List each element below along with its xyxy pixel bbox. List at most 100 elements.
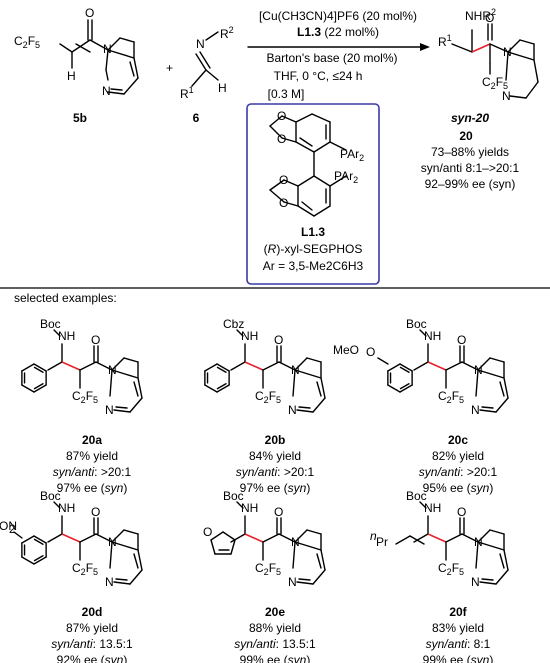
example-dr: syn/anti: 13.5:1 (51, 637, 133, 651)
c2f5-label: C2F5 (255, 389, 281, 405)
ligand-name: (R)-xyl-SEGPHOS (264, 242, 363, 256)
product-o-label: O (485, 11, 494, 25)
pyridine-n-label: N (105, 575, 114, 589)
r6-h-label: H (218, 81, 227, 95)
product-dr: syn/anti 8:1–>20:1 (421, 161, 520, 175)
example-dr: syn/anti: >20:1 (419, 465, 498, 479)
ligand-par-upper: PAr2 (340, 147, 364, 163)
plus-sign: + (166, 61, 173, 75)
r5b-c2f5-label: C2F5 (14, 34, 40, 50)
protecting-group-label: Boc (40, 317, 61, 331)
r5b-o-label: O (85, 6, 94, 20)
example-yield: 82% yield (432, 449, 484, 463)
protecting-group-label: Boc (406, 317, 427, 331)
example-yield: 88% yield (249, 621, 301, 635)
cond-catalyst: [Cu(CH3CN)4]PF6 (20 mol%) (259, 9, 417, 23)
r6-id: 6 (193, 111, 200, 125)
npr-n-superscript: n (370, 529, 377, 543)
product-yields: 73–88% yields (431, 145, 509, 159)
product-ee: 92–99% ee (syn) (425, 177, 516, 191)
example-id: 20a (82, 433, 102, 447)
o2n-subscript: 2 (9, 522, 16, 536)
r6-r2-label: R2 (220, 25, 234, 41)
cond-solvent-temp: THF, 0 °C, ≤24 h (274, 69, 363, 83)
npr-label: Pr (376, 535, 388, 549)
example-ee: 97% ee (syn) (57, 481, 128, 495)
nh-label: NH (58, 501, 75, 515)
cond-concentration: [0.3 M] (268, 87, 305, 101)
example-id: 20f (449, 605, 467, 619)
example-id: 20b (265, 433, 286, 447)
cond-ligand: L1.3 (22 mol%) (297, 25, 379, 39)
r5b-id: 5b (73, 111, 87, 125)
example-id: 20c (448, 433, 468, 447)
product-r1-label: R1 (438, 33, 452, 49)
product-n-label: N (503, 45, 512, 59)
example-id: 20d (82, 605, 103, 619)
product-syn-20: NHR2 R1 O N N C2F5 syn-20 20 73–88% yiel… (421, 7, 539, 191)
carbonyl-o-label: O (457, 505, 466, 519)
example-dr: syn/anti: >20:1 (236, 465, 315, 479)
example-yield: 84% yield (249, 449, 301, 463)
carbonyl-o-label: O (457, 333, 466, 347)
c2f5-label: C2F5 (438, 561, 464, 577)
c2f5-label: C2F5 (438, 389, 464, 405)
pyridine-n-label: N (471, 575, 480, 589)
carbonyl-o-label: O (91, 333, 100, 347)
example-ee: 97% ee (syn) (240, 481, 311, 495)
meo-label: MeO (333, 343, 359, 357)
example-dr: syn/anti: 8:1 (426, 637, 491, 651)
pyridine-n-label: N (105, 403, 114, 417)
product-id: 20 (459, 129, 473, 143)
r6-r1-label: R1 (180, 85, 194, 101)
example-yield: 83% yield (432, 621, 484, 635)
selected-examples-title: selected examples: (14, 291, 117, 305)
reactant-5b: O C2F5 H N N 5b (14, 6, 139, 125)
example-dr: syn/anti: >20:1 (53, 465, 132, 479)
carbonyl-o-label: O (91, 505, 100, 519)
carbonyl-o-label: O (274, 505, 283, 519)
example-yield: 87% yield (66, 449, 118, 463)
reaction-arrowhead (420, 43, 430, 51)
reactant-6: N R2 R1 H 6 (180, 25, 234, 125)
cond-base: Barton's base (20 mol%) (266, 51, 397, 65)
protecting-group-label: Boc (406, 489, 427, 503)
furan-o-label: O (203, 525, 212, 539)
protecting-group-label: Cbz (223, 317, 244, 331)
methoxy-o-label: O (366, 345, 375, 359)
ligand-o2: O (277, 132, 286, 146)
amide-n-label: N (291, 535, 300, 549)
amide-n-label: N (291, 363, 300, 377)
c2f5-label: C2F5 (72, 561, 98, 577)
example-ee: 99% ee (syn) (240, 653, 311, 663)
pyridine-n-label: N (288, 403, 297, 417)
amide-n-label: N (474, 535, 483, 549)
amide-n-label: N (474, 363, 483, 377)
protecting-group-label: Boc (40, 489, 61, 503)
product-label: syn-20 (451, 111, 489, 125)
r5b-h-label: H (67, 69, 76, 83)
carbonyl-o-label: O (274, 333, 283, 347)
product-pyridine-n-label: N (502, 89, 511, 103)
nh-label: NH (241, 501, 258, 515)
nh-label: NH (241, 329, 258, 343)
ligand-par-lower: PAr2 (334, 169, 358, 185)
product-nhr2-label: NHR2 (465, 7, 496, 23)
o2n-label: ON (0, 519, 17, 533)
pyridine-n-label: N (471, 403, 480, 417)
example-dr: syn/anti: 13.5:1 (234, 637, 316, 651)
ligand-o1: O (277, 109, 286, 123)
nh-label: NH (424, 501, 441, 515)
reaction-conditions: [Cu(CH3CN)4]PF6 (20 mol%) L1.3 (22 mol%)… (247, 9, 430, 101)
amide-n-label: N (108, 363, 117, 377)
r5b-pyridine-n-label: N (102, 84, 111, 98)
r5b-n-label: N (103, 42, 112, 56)
